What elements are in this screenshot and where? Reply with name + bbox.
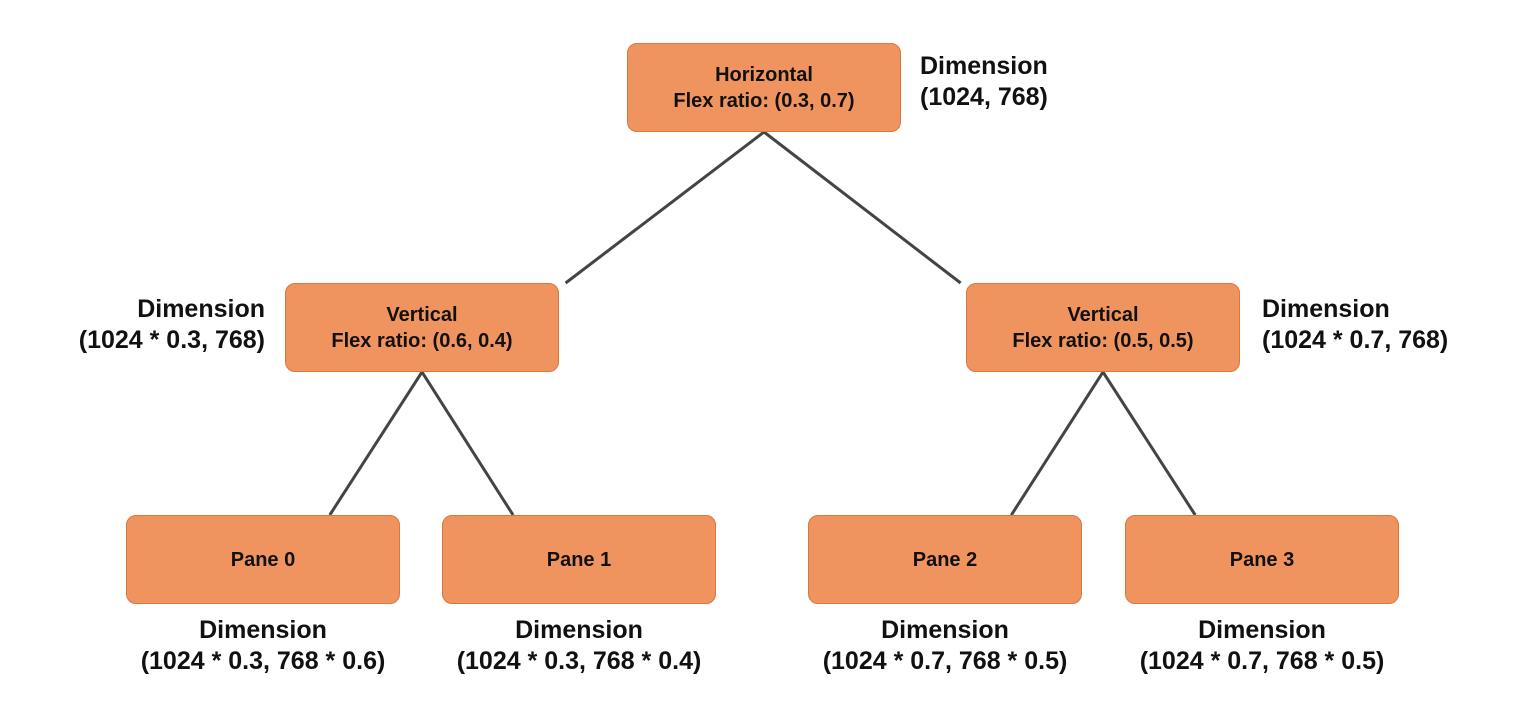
dimension-pane-3-title: Dimension	[1198, 616, 1326, 644]
edge-right_vertical-to-pane2	[1010, 371, 1105, 516]
node-root-horizontal: Horizontal Flex ratio: (0.3, 0.7)	[627, 43, 901, 132]
node-pane-1-label: Pane 1	[546, 548, 612, 571]
node-pane-3: Pane 3	[1125, 515, 1399, 604]
node-left-vertical-flex-ratio: Flex ratio: (0.6, 0.4)	[331, 329, 513, 352]
node-right-vertical-flex-ratio: Flex ratio: (0.5, 0.5)	[1012, 329, 1194, 352]
dimension-pane-3: Dimension (1024 * 0.7, 768 * 0.5)	[1112, 615, 1412, 677]
dimension-root-title: Dimension	[920, 52, 1048, 80]
node-pane-0: Pane 0	[126, 515, 400, 604]
edge-root-to-left_vertical	[564, 130, 765, 285]
dimension-pane-0-title: Dimension	[199, 616, 327, 644]
node-root-type: Horizontal	[715, 63, 813, 86]
node-right-vertical-type: Vertical	[1067, 303, 1139, 326]
dimension-pane-1-value: (1024 * 0.3, 768 * 0.4)	[456, 647, 702, 675]
dimension-pane-2: Dimension (1024 * 0.7, 768 * 0.5)	[795, 615, 1095, 677]
dimension-right-vertical: Dimension (1024 * 0.7, 768)	[1262, 294, 1448, 356]
node-right-vertical: Vertical Flex ratio: (0.5, 0.5)	[966, 283, 1240, 372]
node-left-vertical-type: Vertical	[386, 303, 458, 326]
dimension-left-vertical: Dimension (1024 * 0.3, 768)	[79, 294, 265, 356]
edge-right_vertical-to-pane3	[1101, 371, 1197, 516]
dimension-pane-0-value: (1024 * 0.3, 768 * 0.6)	[140, 647, 386, 675]
dimension-pane-1: Dimension (1024 * 0.3, 768 * 0.4)	[429, 615, 729, 677]
dimension-pane-0: Dimension (1024 * 0.3, 768 * 0.6)	[113, 615, 413, 677]
node-left-vertical: Vertical Flex ratio: (0.6, 0.4)	[285, 283, 559, 372]
node-pane-0-label: Pane 0	[230, 548, 296, 571]
node-pane-1: Pane 1	[442, 515, 716, 604]
dimension-root: Dimension (1024, 768)	[920, 51, 1048, 113]
dimension-pane-1-title: Dimension	[515, 616, 643, 644]
node-pane-3-label: Pane 3	[1229, 548, 1295, 571]
dimension-pane-2-title: Dimension	[881, 616, 1009, 644]
edge-left_vertical-to-pane0	[328, 371, 424, 516]
dimension-root-value: (1024, 768)	[920, 83, 1048, 111]
node-root-flex-ratio: Flex ratio: (0.3, 0.7)	[673, 89, 855, 112]
dimension-right-vertical-title: Dimension	[1262, 295, 1390, 323]
edge-root-to-right_vertical	[763, 130, 962, 285]
node-pane-2: Pane 2	[808, 515, 1082, 604]
node-pane-2-label: Pane 2	[912, 548, 978, 571]
dimension-left-vertical-value: (1024 * 0.3, 768)	[78, 326, 265, 354]
dimension-left-vertical-title: Dimension	[137, 295, 265, 323]
edge-left_vertical-to-pane1	[420, 371, 515, 516]
dimension-pane-3-value: (1024 * 0.7, 768 * 0.5)	[1139, 647, 1385, 675]
dimension-right-vertical-value: (1024 * 0.7, 768)	[1262, 326, 1449, 354]
dimension-pane-2-value: (1024 * 0.7, 768 * 0.5)	[822, 647, 1068, 675]
